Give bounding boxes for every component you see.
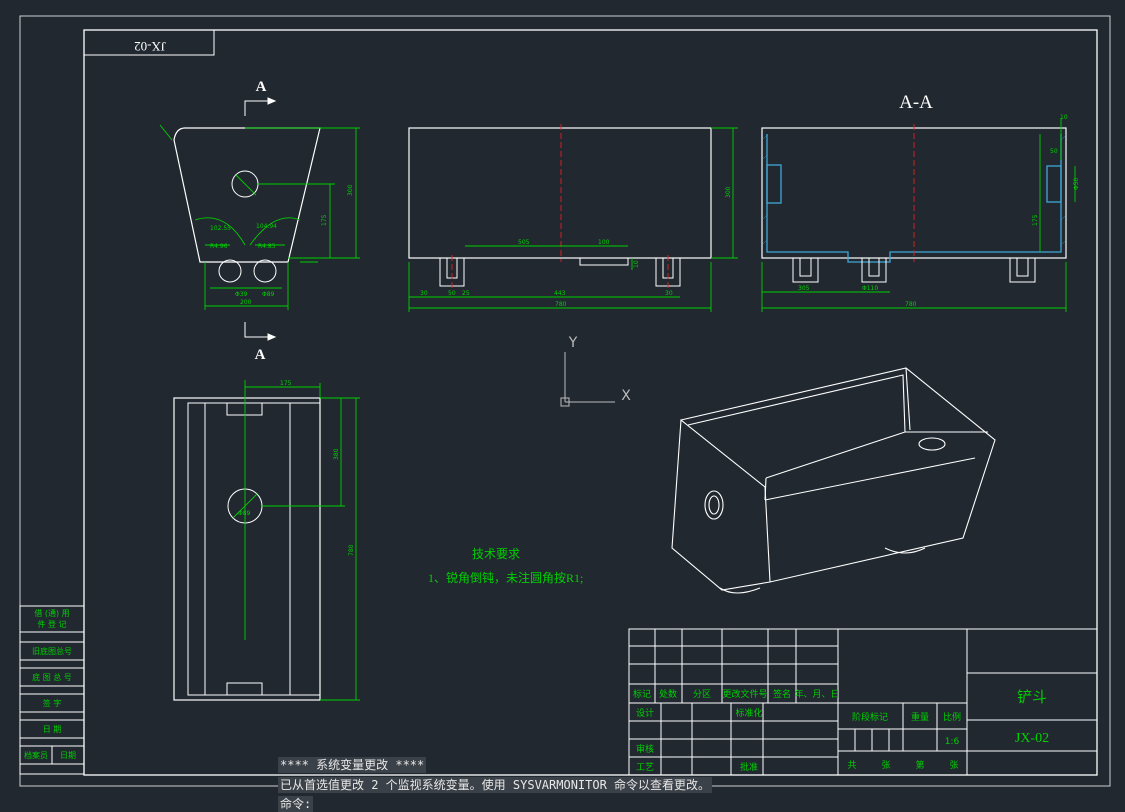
svg-text:重量: 重量 xyxy=(911,711,929,723)
svg-text:A: A xyxy=(255,347,266,363)
svg-text:1:6: 1:6 xyxy=(945,737,960,747)
svg-text:日期: 日期 xyxy=(60,751,76,760)
svg-text:阶段标记: 阶段标记 xyxy=(852,711,888,723)
svg-text:300: 300 xyxy=(347,184,354,196)
svg-text:Φ39: Φ39 xyxy=(235,291,248,298)
svg-text:Φ110: Φ110 xyxy=(862,285,878,292)
svg-text:第: 第 xyxy=(915,759,924,771)
svg-text:件 登 记: 件 登 记 xyxy=(37,619,66,629)
svg-text:200: 200 xyxy=(240,299,252,306)
svg-text:50: 50 xyxy=(448,290,456,297)
svg-text:日 期: 日 期 xyxy=(43,725,62,734)
svg-text:Φ50: Φ50 xyxy=(1073,177,1080,190)
svg-text:175: 175 xyxy=(321,214,328,226)
svg-text:设计: 设计 xyxy=(636,707,654,719)
svg-text:104.94: 104.94 xyxy=(256,223,277,230)
svg-text:443: 443 xyxy=(554,290,566,297)
front-view: 505 100 443 780 30 50 25 30 300 10 xyxy=(408,124,738,312)
svg-text:A: A xyxy=(256,79,267,95)
top-view: 175 380 780 Φ89 xyxy=(173,380,360,701)
svg-text:305: 305 xyxy=(798,285,810,292)
svg-text:R4.96: R4.96 xyxy=(210,243,228,250)
svg-text:签 字: 签 字 xyxy=(43,698,62,708)
svg-text:共: 共 xyxy=(847,760,856,771)
tech-req-item: 1、锐角倒钝，未注圆角按R1; xyxy=(428,570,583,585)
command-history-line-2: 已从首选值更改 2 个监视系统变量。使用 SYSVARMONITOR 命令以查看… xyxy=(278,777,713,793)
svg-text:175: 175 xyxy=(280,380,292,387)
title-block: 标记 处数 分区 更改文件号 签名 年、月、日 设计 标准化 审核 工艺 批准 … xyxy=(628,628,1098,776)
svg-text:102.55: 102.55 xyxy=(210,225,231,232)
svg-text:Φ89: Φ89 xyxy=(238,510,251,517)
isometric-view xyxy=(671,367,996,594)
svg-text:审核: 审核 xyxy=(636,743,654,755)
mirrored-code-box: JX-02 xyxy=(83,29,215,56)
svg-text:工艺: 工艺 xyxy=(636,762,654,773)
svg-text:标准化: 标准化 xyxy=(735,707,762,719)
svg-text:X: X xyxy=(621,388,631,404)
side-view: 102.55 104.94 R4.96 R4.85 200 Φ89 Φ39 30… xyxy=(159,124,360,310)
svg-text:R4.85: R4.85 xyxy=(258,243,276,250)
ucs-icon: Y X xyxy=(560,335,631,407)
svg-text:张: 张 xyxy=(949,760,958,771)
svg-text:780: 780 xyxy=(905,301,917,308)
section-view-a-a: A-A xyxy=(761,92,1080,312)
svg-text:处数: 处数 xyxy=(659,688,677,700)
command-history-line-1: **** 系统变量更改 **** xyxy=(278,757,427,773)
svg-text:Y: Y xyxy=(568,335,578,351)
part-name: 铲斗 xyxy=(1017,688,1047,706)
svg-text:批准: 批准 xyxy=(740,761,758,773)
command-prompt[interactable]: 命令: xyxy=(278,796,314,812)
svg-text:档案员: 档案员 xyxy=(24,750,48,760)
svg-text:380: 380 xyxy=(333,448,340,460)
svg-text:Φ89: Φ89 xyxy=(262,291,275,298)
svg-text:借 (通) 用: 借 (通) 用 xyxy=(34,608,69,618)
side-registration-block: 借 (通) 用 件 登 记 旧底图总号 底 图 总 号 签 字 日 期 档案员 … xyxy=(19,605,85,775)
svg-text:张: 张 xyxy=(881,760,890,771)
svg-text:30: 30 xyxy=(420,290,428,297)
svg-text:300: 300 xyxy=(725,186,732,198)
svg-text:标记: 标记 xyxy=(633,688,651,700)
svg-text:10: 10 xyxy=(633,260,640,268)
svg-text:780: 780 xyxy=(348,544,355,556)
svg-text:旧底图总号: 旧底图总号 xyxy=(32,646,72,656)
svg-text:25: 25 xyxy=(462,290,470,297)
sheet-inner-border xyxy=(83,29,1098,776)
section-title: A-A xyxy=(899,92,933,113)
svg-text:底 图 总 号: 底 图 总 号 xyxy=(32,672,72,682)
section-marker-bottom: A xyxy=(244,322,277,363)
svg-text:505: 505 xyxy=(518,239,530,246)
tech-req-title: 技术要求 xyxy=(472,547,520,561)
svg-text:更改文件号: 更改文件号 xyxy=(722,688,767,700)
svg-text:比例: 比例 xyxy=(943,711,961,723)
section-marker-top: A xyxy=(244,79,277,116)
svg-text:签名: 签名 xyxy=(773,688,791,700)
svg-text:30: 30 xyxy=(665,290,673,297)
mirrored-code-text: JX-02 xyxy=(134,39,166,54)
svg-text:年、月、日: 年、月、日 xyxy=(794,688,839,700)
svg-text:100: 100 xyxy=(598,239,610,246)
svg-text:175: 175 xyxy=(1032,214,1039,226)
drawing-number: JX-02 xyxy=(1015,731,1049,746)
svg-text:780: 780 xyxy=(555,301,567,308)
svg-text:10: 10 xyxy=(1060,114,1068,121)
svg-text:50: 50 xyxy=(1050,148,1058,155)
svg-text:分区: 分区 xyxy=(693,689,711,700)
